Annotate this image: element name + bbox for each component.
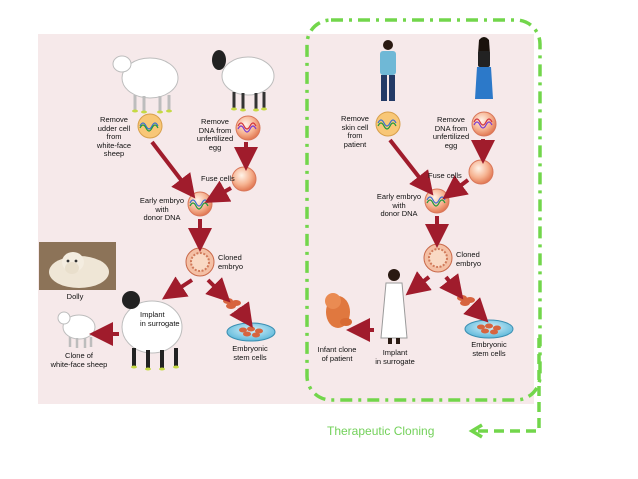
- nucleus-cell-icon: [187, 191, 213, 217]
- petri-dish-icon: [226, 322, 276, 342]
- egg-cell-icon: [468, 159, 494, 185]
- nucleus-cell-icon: [375, 111, 401, 137]
- infant-clone-icon: [325, 293, 352, 328]
- nucleus-cell-icon: [235, 115, 261, 141]
- label-clone-of-white-face-sheep: Clone of white-face sheep: [50, 351, 108, 369]
- petri-dish-icon: [464, 319, 514, 339]
- label-early-embryo-right: Early embryo with donor DNA: [376, 192, 422, 218]
- label-remove-skin-cell: Remove skin cell from patient: [341, 114, 369, 149]
- white-sheep-icon: [112, 55, 179, 114]
- label-remove-udder-cell: Remove udder cell from white-face sheep: [96, 115, 132, 158]
- nucleus-cell-icon: [471, 111, 497, 137]
- label-infant-clone-of-patient: Infant clone of patient: [317, 345, 357, 363]
- black-face-sheep-icon: [212, 50, 275, 112]
- label-dolly: Dolly: [66, 292, 84, 301]
- woman-icon: [475, 37, 493, 99]
- surrogate-sheep-icon: [121, 291, 183, 371]
- diagram-background: [38, 34, 534, 404]
- embryo-cluster-icon: [223, 298, 241, 309]
- label-stem-cells-right: Embryonic stem cells: [471, 340, 507, 358]
- nucleus-cell-icon: [424, 188, 450, 214]
- embryo-cluster-icon: [457, 295, 475, 306]
- label-remove-dna-left: Remove DNA from unfertilized egg: [196, 117, 234, 152]
- label-fuse-cells-left: Fuse cells: [201, 174, 235, 183]
- label-implant-left: Implant in surrogate: [140, 310, 180, 328]
- dolly-photo-icon: [39, 242, 116, 290]
- surrogate-woman-icon: [380, 269, 408, 344]
- left-flow-arrows: [89, 140, 258, 346]
- label-remove-dna-right: Remove DNA from unfertilized egg: [432, 115, 470, 150]
- cloned-embryo-icon: [423, 243, 453, 273]
- label-fuse-cells-right: Fuse cells: [428, 171, 462, 180]
- man-icon: [380, 40, 396, 101]
- cloned-embryo-icon: [185, 247, 215, 277]
- lamb-icon: [57, 311, 96, 348]
- label-cloned-embryo-left: Cloned embryo: [218, 253, 244, 271]
- therapeutic-cloning-highlight: [305, 18, 542, 402]
- label-early-embryo-left: Early embryo with donor DNA: [139, 196, 185, 222]
- label-implant-right: Implant in surrogate: [375, 348, 415, 366]
- nucleus-cell-icon: [137, 113, 163, 139]
- dashed-arrow-icon: [468, 338, 541, 439]
- right-flow-arrows: [346, 138, 495, 342]
- label-cloned-embryo-right: Cloned embryo: [456, 250, 482, 268]
- label-stem-cells-left: Embryonic stem cells: [232, 344, 268, 362]
- therapeutic-cloning-caption: Therapeutic Cloning: [327, 424, 435, 438]
